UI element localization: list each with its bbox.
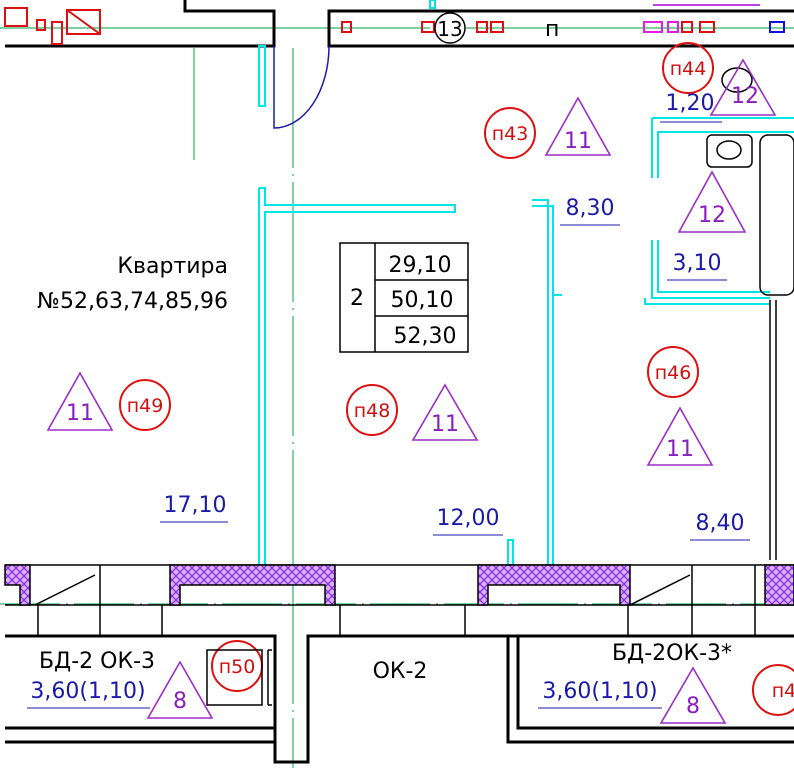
balcony-label: БД-2 ОК-3 (39, 649, 155, 674)
total-area: 50,10 (391, 288, 454, 313)
balcony-label: ОК-2 (373, 659, 428, 684)
vent-label: п (545, 17, 559, 42)
room-tag: п4 (772, 680, 794, 702)
type-marker: 11 (431, 412, 459, 437)
room-tag: п50 (219, 656, 256, 678)
axis-marker-label: 13 (437, 17, 462, 41)
room-area: 17,10 (164, 493, 227, 518)
room-tags: п43 п44 п46 п49 п48 п50 п4 (119, 42, 794, 716)
entry-door[interactable] (273, 45, 330, 129)
type-marker: 8 (173, 689, 187, 714)
room-area: 8,40 (696, 511, 745, 536)
type-markers: 11 12 12 11 11 11 8 8 (46, 58, 777, 724)
sink-icon (706, 134, 753, 168)
toilet-icon (721, 67, 753, 93)
room-area: 3,10 (673, 251, 722, 276)
living-area: 29,10 (389, 253, 452, 278)
top-walls: п (4, 0, 794, 48)
room-tag: п43 (492, 123, 529, 145)
type-marker: 11 (666, 437, 694, 462)
area-values: 1,20 8,30 3,10 8,40 17,10 12,00 3,60(1,1… (27, 91, 750, 709)
bathroom-fixtures (706, 67, 794, 560)
balcony-area: 3,60(1,10) (30, 679, 145, 704)
balcony-walls (5, 634, 794, 764)
type-marker: 11 (66, 401, 94, 426)
room-tag: п46 (655, 362, 692, 384)
type-marker: 8 (686, 694, 700, 719)
partitions (258, 0, 794, 566)
exterior-wall (4, 564, 794, 636)
apartment-numbers: №52,63,74,85,96 (37, 289, 228, 314)
balcony-area: 3,60(1,10) (542, 679, 657, 704)
room-tag: п49 (127, 395, 164, 417)
total-area-with-balcony: 52,30 (394, 324, 457, 349)
axis-marker: 13 (434, 12, 466, 44)
axis-lines (0, 27, 794, 768)
type-marker: 11 (564, 129, 592, 154)
bathtub-icon (759, 134, 794, 296)
type-marker: 12 (698, 203, 726, 228)
balcony-label: БД-2ОК-3* (612, 641, 732, 666)
apartment-label: Квартира (117, 254, 228, 279)
room-count: 2 (350, 286, 364, 311)
room-tag: п48 (354, 400, 391, 422)
room-area: 1,20 (666, 91, 715, 116)
room-tag: п44 (670, 58, 707, 80)
area-table: 2 29,10 50,10 52,30 (339, 242, 469, 353)
type-marker: 12 (731, 84, 759, 109)
room-area: 8,30 (566, 196, 615, 221)
room-area: 12,00 (437, 506, 500, 531)
